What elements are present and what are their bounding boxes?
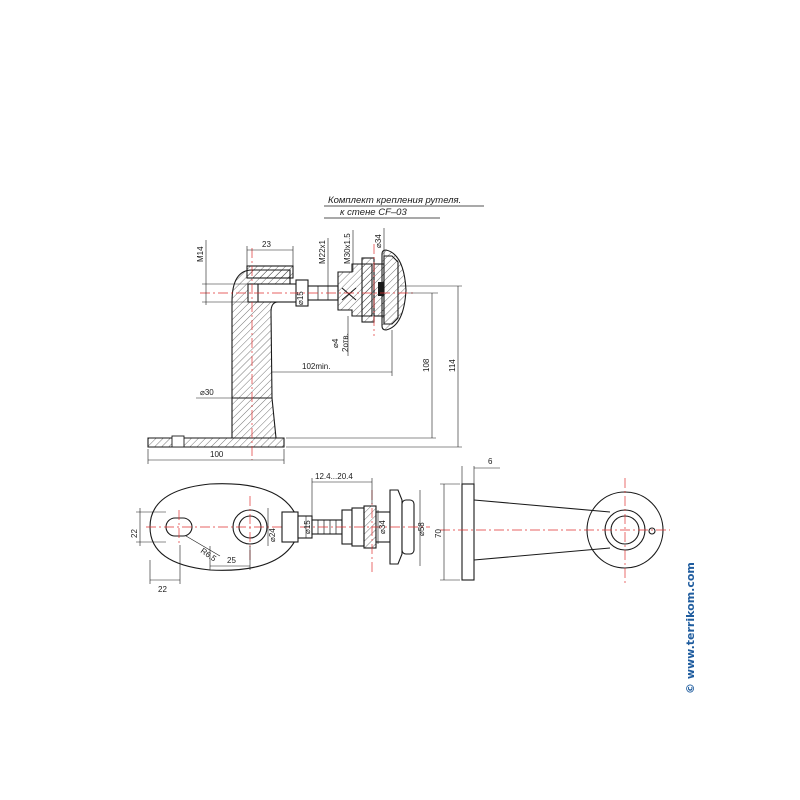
- knob: [381, 249, 407, 331]
- side-section-view: 23 M14 ⌀15 M22x1 M30x1.5 ⌀34 ⌀4 2отв. 10…: [147, 228, 462, 464]
- dim-holes: 2отв.: [341, 333, 350, 352]
- dim-108: 108: [422, 358, 431, 372]
- dim-23: 23: [262, 240, 271, 249]
- dim-25: 25: [227, 556, 236, 565]
- dim-d15-bottom: ⌀15: [303, 520, 312, 534]
- dim-range: 12.4...20.4: [315, 472, 353, 481]
- wall-flange: [461, 483, 475, 581]
- dim-m22: M22x1: [318, 239, 327, 264]
- arm-side-view: 6 70: [434, 457, 670, 584]
- top-cap: [246, 265, 294, 279]
- dim-d24: ⌀24: [268, 528, 277, 542]
- dim-d30: ⌀30: [200, 388, 214, 397]
- title-line-1: Комплект крепления рутеля.: [328, 195, 461, 206]
- dim-r65: R6.5: [199, 546, 218, 563]
- title-line-2: к стене CF–03: [340, 207, 407, 218]
- dim-m30: M30x1.5: [343, 233, 352, 264]
- dim-m14: M14: [196, 246, 205, 262]
- dim-22-bottom: 22: [158, 585, 167, 594]
- plate-plan-view: 22 ⌀24 ⌀15 ⌀34 ⌀58 12.4...20.4 R6.5 25 2…: [130, 472, 430, 594]
- arm: [473, 499, 611, 561]
- base-plate: [147, 437, 285, 448]
- dim-102min: 102min.: [302, 362, 330, 371]
- dim-6: 6: [488, 457, 493, 466]
- watermark: © www.terrikom.com: [684, 562, 697, 694]
- drawing-title: Комплект крепления рутеля. к стене CF–03: [324, 195, 484, 219]
- dim-d58: ⌀58: [417, 522, 426, 536]
- dim-d15-top: ⌀15: [296, 291, 305, 305]
- dim-d34-top: ⌀34: [374, 234, 383, 248]
- dim-22-left: 22: [130, 529, 139, 538]
- dim-d4: ⌀4: [331, 338, 340, 348]
- dim-d34-bottom: ⌀34: [378, 520, 387, 534]
- dim-70: 70: [434, 529, 443, 538]
- dim-114: 114: [448, 359, 457, 372]
- dim-100: 100: [210, 450, 224, 459]
